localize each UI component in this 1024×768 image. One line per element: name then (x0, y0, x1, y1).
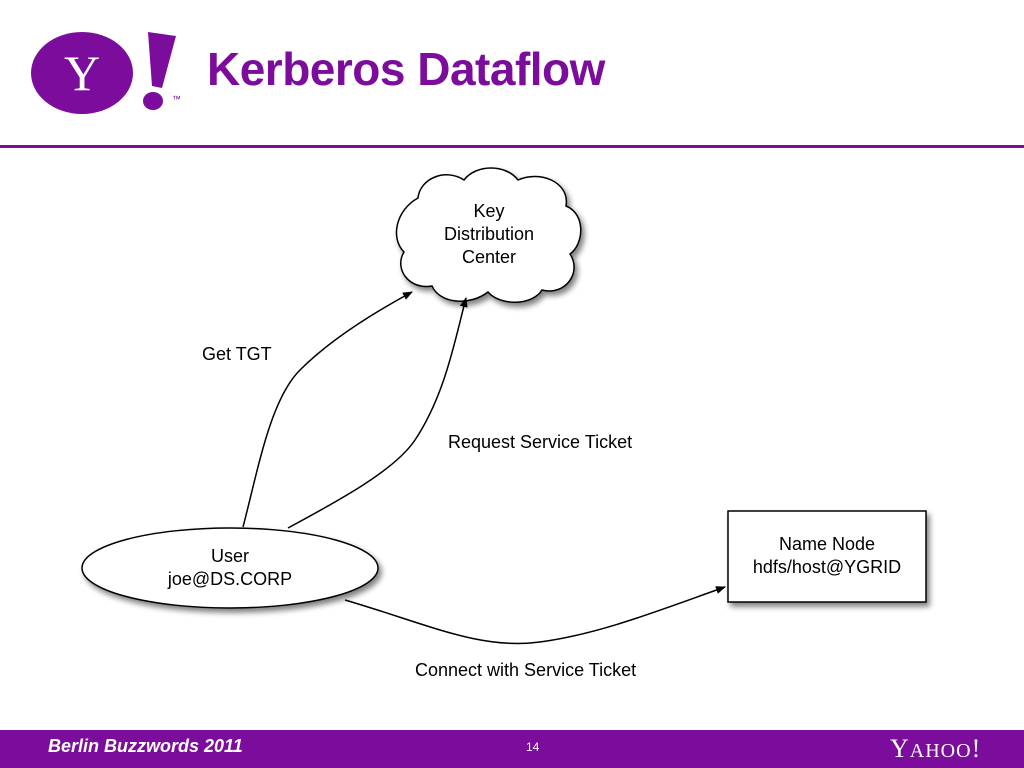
svg-text:™: ™ (172, 94, 180, 104)
user-label: User joe@DS.CORP (130, 545, 330, 591)
namenode-label-line2: hdfs/host@YGRID (752, 557, 902, 577)
footer-event-name: Berlin Buzzwords 2011 (48, 736, 243, 756)
wordmark-ahoo: AHOO (909, 740, 972, 762)
kdc-label-line1: Key (473, 201, 505, 221)
title-divider (0, 145, 1024, 148)
kerberos-diagram (81, 167, 927, 645)
footer-bar: Berlin Buzzwords 2011 14 YAHOO! (0, 730, 1024, 768)
namenode-label: Name Node hdfs/host@YGRID (728, 533, 926, 579)
yahoo-logo: Y ™ (30, 28, 181, 118)
user-ellipse (81, 527, 379, 609)
kdc-label-line3: Center (461, 247, 517, 267)
kdc-cloud (395, 167, 582, 303)
kdc-label: Key Distribution Center (424, 200, 554, 269)
namenode-box (727, 510, 927, 603)
kdc-label-line2: Distribution (443, 224, 535, 244)
wordmark-y: Y (890, 734, 910, 763)
yahoo-wordmark: YAHOO! (890, 734, 981, 764)
svg-text:Y: Y (64, 45, 100, 101)
namenode-label-line1: Name Node (778, 534, 876, 554)
page-number: 14 (526, 740, 540, 754)
request-ticket-arrow (287, 297, 468, 529)
wordmark-bang: ! (971, 734, 982, 763)
user-label-line2: joe@DS.CORP (167, 569, 293, 589)
connect-label: Connect with Service Ticket (415, 660, 637, 680)
user-label-line1: User (210, 546, 249, 566)
slide-title: Kerberos Dataflow (207, 43, 605, 95)
request-ticket-label: Request Service Ticket (448, 432, 633, 452)
connect-arrow (344, 586, 726, 645)
get-tgt-label: Get TGT (202, 344, 272, 364)
get-tgt-arrow (242, 291, 413, 528)
